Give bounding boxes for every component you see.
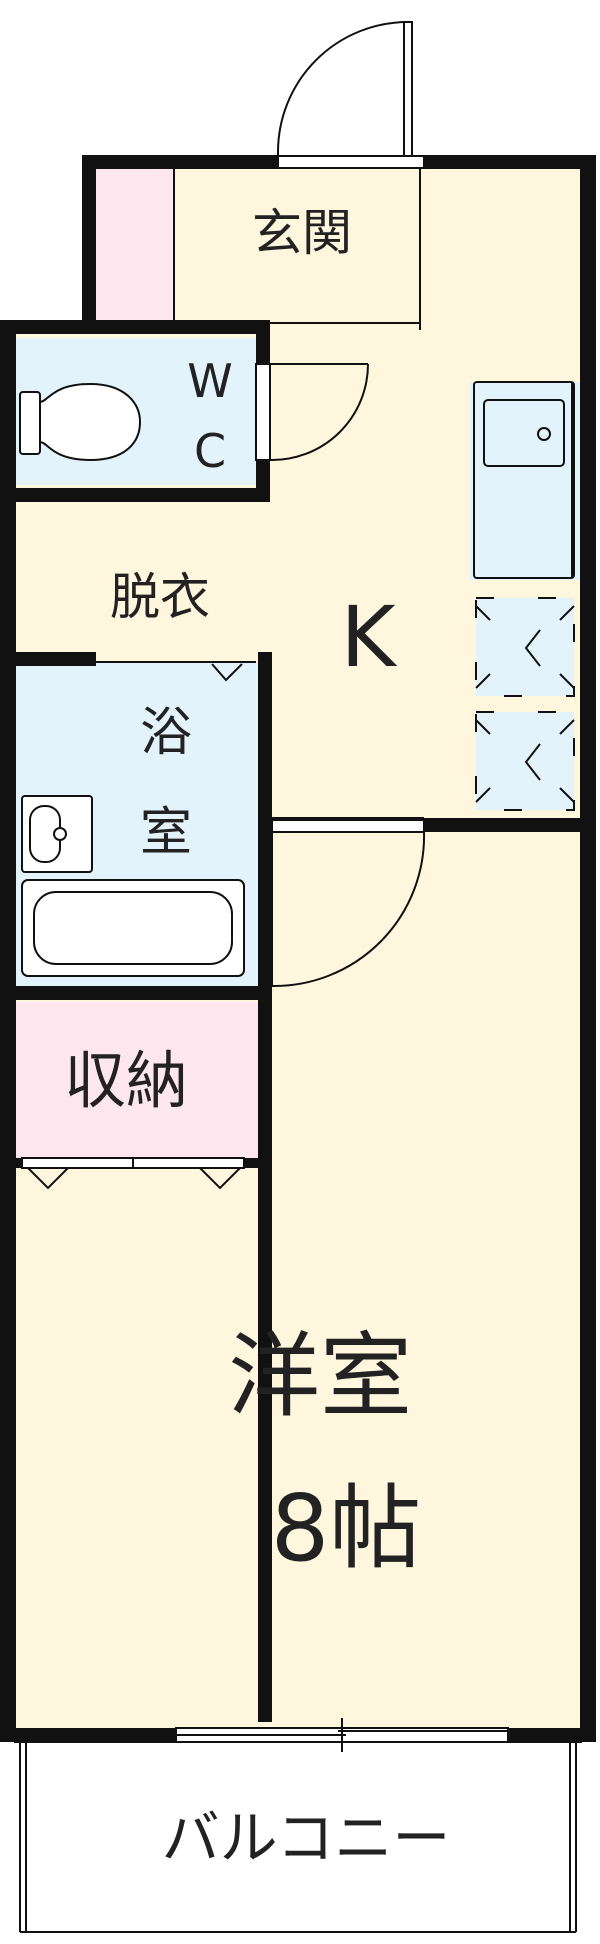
bath-door-fold	[211, 663, 243, 682]
entrance-door	[277, 21, 425, 169]
entrance-door-leaf	[403, 21, 413, 163]
bath-fixtures	[21, 795, 245, 977]
room-door-swing	[271, 831, 426, 988]
washbasin-tap-icon	[53, 827, 67, 841]
kitchen-counter	[470, 382, 582, 580]
storage-doors	[21, 1157, 245, 1190]
toilet-tank	[19, 391, 41, 455]
cabinet-2-mark	[524, 743, 541, 781]
cabinet-1-corners	[475, 605, 575, 689]
label-western-room: 洋室	[228, 1323, 412, 1430]
room-door-frame	[271, 819, 425, 833]
toilet-icon	[19, 382, 142, 462]
wall-bath-top	[0, 652, 96, 666]
label-western-room-size: 8帖	[271, 1475, 422, 1582]
room-door	[271, 819, 426, 988]
label-bath-2: 室	[140, 803, 192, 863]
entrance-door-swing	[277, 21, 409, 153]
wall-kitchen-left	[258, 818, 272, 836]
kitchen-cabinet-2	[476, 712, 574, 810]
toilet-bowl	[39, 382, 142, 462]
label-bath-1: 浴	[140, 703, 192, 763]
wc-door-swing	[269, 363, 369, 462]
wall-kitchen-bottom	[424, 818, 596, 832]
label-dressing: 脱衣	[110, 568, 210, 626]
label-kitchen: K	[340, 588, 397, 686]
label-entrance: 玄関	[252, 204, 352, 262]
room-labels: 玄関 W C 脱衣 K 浴 室 収納 洋室 8帖 バルコニー	[64, 204, 450, 1872]
wall-bath-bottom	[0, 986, 272, 1000]
kitchen-cabinet-1	[476, 598, 574, 696]
bath-door	[211, 663, 243, 682]
wall-entrance-left	[82, 155, 96, 330]
wall-bath-right	[258, 652, 272, 1722]
label-wc-c: C	[194, 424, 226, 478]
cabinet-1-mark	[524, 629, 541, 667]
sink-drain-icon	[537, 427, 551, 441]
cabinet-2-corners	[475, 719, 575, 803]
entrance-door-sill	[277, 155, 425, 169]
wall-wc-bottom	[0, 488, 270, 502]
storage-door-fold-left	[27, 1167, 69, 1190]
label-wc-w: W	[187, 354, 232, 408]
kitchen-fixtures	[473, 381, 575, 811]
wall-top-right	[424, 155, 594, 169]
sink-counter-outline	[473, 381, 575, 579]
storage-closet	[14, 1002, 264, 1162]
storage-door-fold-right	[199, 1167, 241, 1190]
wall-wc-right-low	[256, 460, 270, 502]
balcony-window	[175, 1718, 509, 1752]
label-balcony: バルコニー	[162, 1804, 451, 1872]
wall-left	[0, 320, 16, 1740]
wc-door	[255, 363, 369, 462]
shoe-closet	[90, 163, 174, 323]
bathtub-inner	[33, 891, 233, 965]
wall-wc-right	[256, 320, 270, 364]
wall-right	[580, 155, 596, 1740]
wall-top-entrance	[82, 155, 278, 169]
label-storage: 収納	[64, 1044, 188, 1117]
sink-basin	[483, 399, 565, 467]
wc-door-frame	[255, 363, 271, 461]
